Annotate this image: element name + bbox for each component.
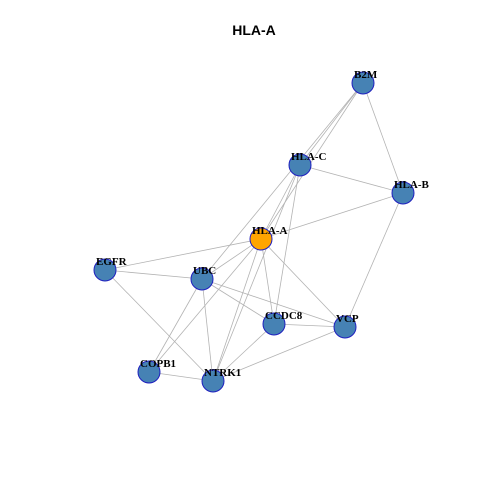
node-copb1[interactable] <box>137 360 161 384</box>
edge-hla-a-ccdc8 <box>260 238 275 325</box>
diagram-title: HLA-A <box>232 22 276 38</box>
node-vcp[interactable] <box>333 315 357 339</box>
labels-layer: B2M HLA-C HLA-B HLA-A EGFR UBC CCDC8 VCP COPB1NT… <box>96 69 430 379</box>
node-hla-a[interactable] <box>249 227 273 251</box>
node-label-hla-b: HLA-B <box>394 179 430 191</box>
edge-egfr-ubc <box>104 269 203 280</box>
node-ntrk1[interactable] <box>201 369 225 393</box>
edge-hla-c-ccdc8 <box>273 164 301 325</box>
edge-b2m-hla-a <box>260 82 364 240</box>
edge-vcp-ntrk1 <box>212 326 346 382</box>
edge-ubc-ccdc8 <box>201 278 275 325</box>
edge-b2m-hla-c <box>299 82 364 166</box>
edge-egfr-ntrk1 <box>104 269 214 382</box>
edge-hla-a-vcp <box>260 238 346 328</box>
edges-layer <box>104 82 404 382</box>
edge-hla-c-hla-b <box>299 164 404 194</box>
edge-b2m-ubc <box>201 82 364 280</box>
edge-ubc-ntrk1 <box>201 278 214 382</box>
edge-b2m-hla-b <box>362 82 404 194</box>
node-label-copb1: COPB1 <box>140 358 176 370</box>
edge-hla-b-vcp <box>344 192 404 328</box>
node-ccdc8[interactable] <box>262 312 286 336</box>
edge-ccdc8-ntrk1 <box>212 323 275 382</box>
node-label-ntrk1: NTRK1 <box>204 367 241 379</box>
edge-hla-c-ntrk1 <box>212 164 301 382</box>
edge-hla-b-hla-a <box>260 192 404 240</box>
node-egfr[interactable] <box>93 258 117 282</box>
node-ubc[interactable] <box>190 267 214 291</box>
edge-hla-a-egfr <box>104 238 262 271</box>
edge-hla-a-ubc <box>201 238 262 280</box>
edge-hla-c-hla-a <box>260 164 301 240</box>
node-label-ubc: UBC <box>193 265 216 277</box>
edge-ubc-copb1 <box>148 278 203 373</box>
edge-ccdc8-vcp <box>273 323 346 328</box>
edge-ubc-vcp <box>201 278 346 328</box>
node-label-egfr: EGFR <box>96 256 128 268</box>
node-b2m[interactable] <box>351 71 375 95</box>
node-hla-b[interactable] <box>391 181 415 205</box>
node-label-hla-c: HLA-C <box>291 151 327 163</box>
node-label-ccdc8: CCDC8 <box>265 310 303 322</box>
node-label-hla-a: HLA-A <box>252 225 288 237</box>
node-hla-c[interactable] <box>288 153 312 177</box>
node-label-b2m: B2M <box>354 69 378 81</box>
edge-hla-a-ntrk1 <box>212 238 262 382</box>
node-label-vcp: VCP <box>336 313 359 325</box>
nodes-layer <box>93 71 415 393</box>
